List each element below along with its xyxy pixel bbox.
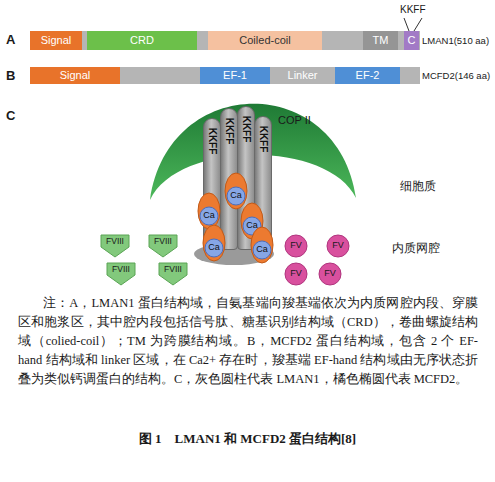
domain-segment: Signal <box>30 67 120 84</box>
node-text: Ca <box>230 191 242 201</box>
panel-letter: A <box>6 32 15 47</box>
node-text: FVIII <box>112 265 130 274</box>
calcium-ion: Ca <box>197 192 221 230</box>
node-text: EF-2 <box>356 69 380 81</box>
domain-segment: TM <box>363 31 398 50</box>
calcium-ion: Ca <box>224 172 248 210</box>
domain-segment: EF-2 <box>335 67 400 84</box>
circle-shape <box>285 263 307 285</box>
shield-shape <box>101 235 129 257</box>
node-text: Signal <box>41 34 72 46</box>
node-text: FVIII <box>154 237 172 246</box>
node-text: FV <box>290 269 302 279</box>
protein-name: MCFD2(146 aa) <box>422 70 490 81</box>
leader-line <box>414 18 422 31</box>
node-text: Ca <box>203 211 215 221</box>
fviii-factor: FVIII <box>100 234 130 258</box>
node-text: Signal <box>60 69 91 81</box>
protein-bar <box>30 31 420 50</box>
node-text: KKFF <box>224 118 235 145</box>
node-text: KKFF <box>207 128 218 155</box>
mcfd2-ellipse <box>225 173 247 209</box>
panel-letter: B <box>6 68 15 83</box>
circle-shape <box>327 235 349 257</box>
node-text: FVIII <box>106 237 124 246</box>
shield-shape <box>159 263 187 285</box>
region-label: 内质网腔 <box>392 240 440 257</box>
node-text: Ca <box>208 243 220 253</box>
fv-factor: FV <box>326 234 350 258</box>
node-text: Ca <box>256 245 268 255</box>
node-text: FV <box>324 269 336 279</box>
fv-factor: FV <box>284 262 308 286</box>
domain-segment: Coiled-coil <box>208 31 322 50</box>
node-text: TM <box>373 34 389 46</box>
calcium-ion: Ca <box>202 224 226 262</box>
node-text: COP II <box>278 114 311 126</box>
calcium-ion: Ca <box>250 226 274 264</box>
domain-segment: C <box>404 31 419 50</box>
domain-segment: Signal <box>30 31 82 50</box>
ion-circle <box>200 207 218 225</box>
domain-segment: CRD <box>87 31 197 50</box>
region-label: 细胞质 <box>400 178 436 195</box>
node-text: Coiled-coil <box>239 34 290 46</box>
circle-shape <box>285 235 307 257</box>
circle-shape <box>319 263 341 285</box>
mcfd2-ellipse <box>203 225 225 261</box>
leader-line <box>404 18 409 31</box>
ion-circle <box>205 239 223 257</box>
figure-caption: 图 1 LMAN1 和 MCFD2 蛋白结构[8] <box>0 430 495 448</box>
motif-label: KKFF <box>400 4 426 15</box>
fv-factor: FV <box>318 262 342 286</box>
node-text: C <box>408 34 416 46</box>
protein-bar <box>30 67 420 84</box>
figure-note: 注：A，LMAN1 蛋白结构域，自氨基端向羧基端依次为内质网腔内段、穿膜区和胞浆… <box>18 294 478 389</box>
fviii-factor: FVIII <box>158 262 188 286</box>
node-text: Linker <box>288 69 318 81</box>
node-text: FVIII <box>164 265 182 274</box>
fviii-factor: FVIII <box>106 262 136 286</box>
shield-shape <box>149 235 177 257</box>
domain-segment: Linker <box>270 67 335 84</box>
mcfd2-ellipse <box>251 227 273 263</box>
node-text: FV <box>332 241 344 251</box>
mcfd2-ellipse <box>198 193 220 229</box>
node-text: CRD <box>130 34 154 46</box>
node-text: EF-1 <box>223 69 247 81</box>
fviii-factor: FVIII <box>148 234 178 258</box>
protein-name: LMAN1(510 aa) <box>422 35 489 46</box>
ion-circle <box>253 241 271 259</box>
node-text: KKFF <box>241 116 252 143</box>
domain-segment: EF-1 <box>200 67 270 84</box>
panel-letter: C <box>6 108 15 123</box>
ion-circle <box>227 187 245 205</box>
node-text: FV <box>290 241 302 251</box>
shield-shape <box>107 263 135 285</box>
fv-factor: FV <box>284 234 308 258</box>
node-text: KKFF <box>258 126 269 153</box>
